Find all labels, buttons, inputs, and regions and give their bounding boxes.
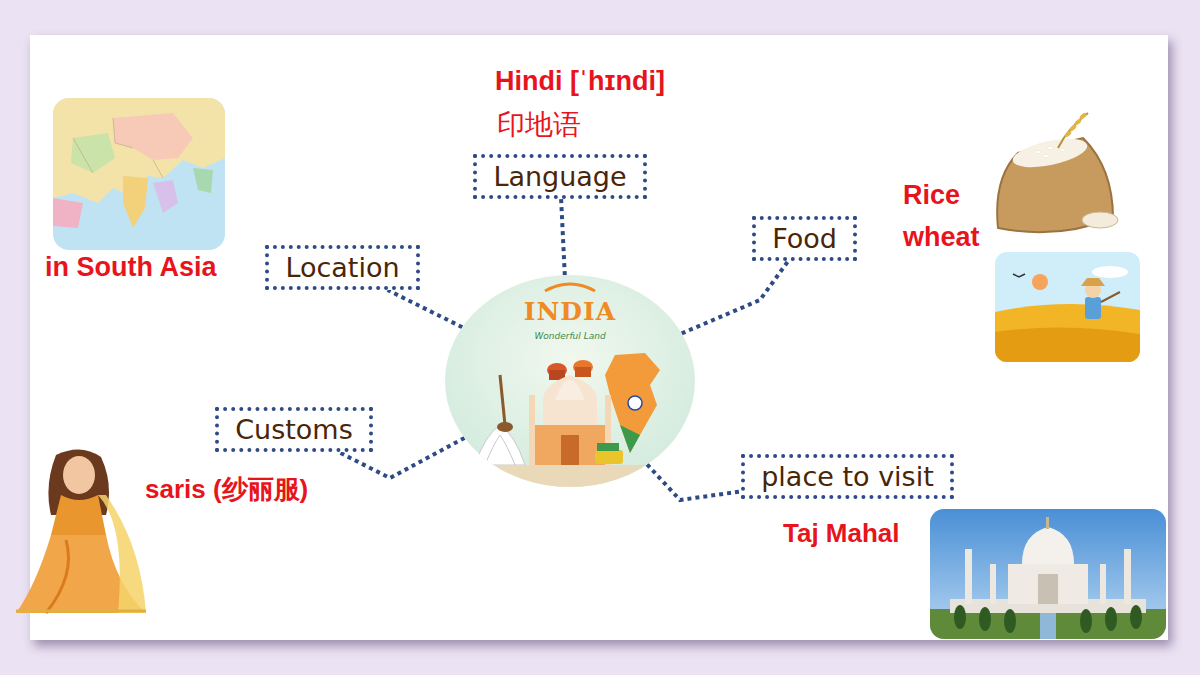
topic-box: Customs (215, 407, 373, 452)
topic-text: Customs (235, 414, 353, 445)
topic-box: Food (752, 216, 857, 261)
topic-detail: Hindi [ˈhɪndi] (495, 66, 665, 97)
connector-line (682, 261, 789, 333)
wheat-field-picture (995, 252, 1140, 362)
topic-detail: Taj Mahal (783, 518, 900, 549)
topic-detail: saris (纱丽服) (145, 472, 308, 507)
rice-sack-picture (988, 108, 1123, 240)
center-circle: INDIA Wonderful Land (445, 275, 695, 487)
topic-text: Location (285, 252, 399, 283)
taj-mahal-photo (930, 509, 1166, 639)
dotted-connector (682, 261, 789, 333)
woman-in-sari-picture (6, 445, 156, 617)
dotted-connector (561, 199, 565, 275)
topic-detail: wheat (903, 222, 980, 253)
center-subtitle: Wonderful Land (445, 331, 695, 341)
center-title: INDIA (445, 297, 695, 326)
topic-text: place to visit (761, 461, 934, 492)
connector-line (561, 199, 565, 275)
topic-box: Location (265, 245, 420, 290)
asia-map (53, 98, 225, 250)
topic-text: Food (772, 223, 837, 254)
topic-detail: 印地语 (497, 106, 581, 144)
topic-text: Language (493, 161, 626, 192)
topic-box: Language (473, 154, 647, 199)
topic-detail: in South Asia (45, 252, 217, 283)
topic-box: place to visit (741, 454, 954, 499)
topic-detail: Rice (903, 180, 960, 211)
